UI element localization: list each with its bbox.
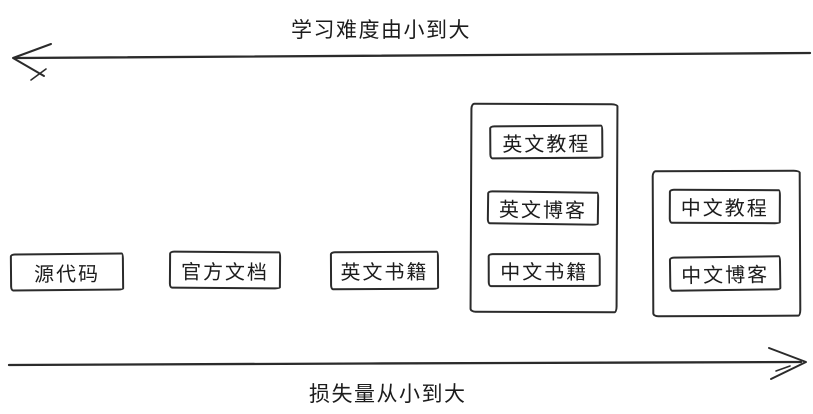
bottom-axis-label: 损失量从小到大 <box>309 383 467 406</box>
node-source-code-label: 源代码 <box>33 263 101 286</box>
node-official-docs-label: 官方文档 <box>180 261 270 284</box>
node-chinese-blogs: 中文博客 <box>668 255 782 292</box>
node-english-blogs-label: 英文博客 <box>498 198 588 223</box>
node-english-blogs: 英文博客 <box>486 190 600 226</box>
node-english-books-label: 英文书籍 <box>340 261 429 285</box>
node-english-tutorials: 英文教程 <box>489 124 604 160</box>
node-official-docs: 官方文档 <box>168 250 282 290</box>
top-axis-line <box>14 51 812 60</box>
node-english-tutorials-label: 英文教程 <box>502 133 591 156</box>
node-chinese-tutorials-label: 中文教程 <box>680 197 769 221</box>
node-chinese-blogs-label: 中文博客 <box>681 264 770 288</box>
node-source-code: 源代码 <box>9 252 125 292</box>
bottom-axis-line <box>7 360 803 367</box>
top-axis-label: 学习难度由小到大 <box>291 19 471 42</box>
node-group-1: 英文教程 英文博客 中文书籍 <box>469 102 619 314</box>
node-chinese-books-label: 中文书籍 <box>500 261 589 284</box>
node-group-2: 中文教程 中文博客 <box>651 169 802 318</box>
node-chinese-books: 中文书籍 <box>487 252 601 288</box>
top-axis-arrowhead-left <box>12 43 52 77</box>
node-chinese-tutorials: 中文教程 <box>668 188 781 225</box>
top-axis-arrowhead-sketch-stroke <box>30 68 47 81</box>
bottom-axis-arrowhead-right <box>768 347 807 380</box>
node-english-books: 英文书籍 <box>329 250 440 291</box>
bottom-axis-arrowhead-sketch-stroke <box>775 365 791 372</box>
